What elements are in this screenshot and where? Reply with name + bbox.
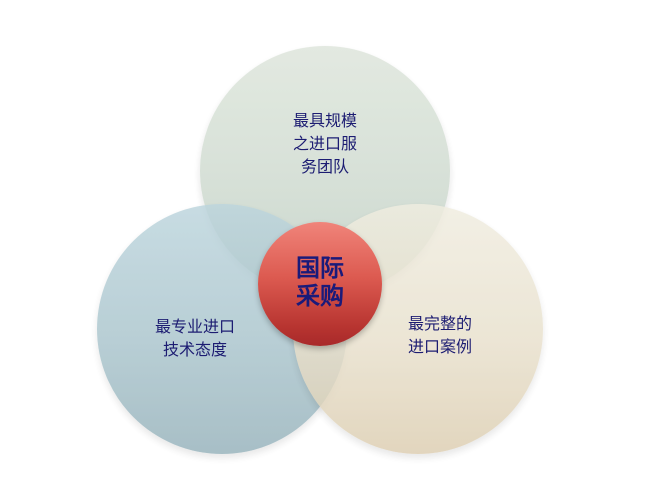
right-circle-label: 最完整的 进口案例 [375, 312, 505, 358]
center-label-line-1: 国际 [296, 254, 344, 282]
center-circle-label: 国际 采购 [270, 254, 370, 310]
top-label-line-2: 之进口服 [292, 134, 357, 153]
top-label-line-1: 最具规模 [292, 111, 357, 130]
left-label-line-1: 最专业进口 [154, 317, 235, 336]
right-label-line-2: 进口案例 [407, 337, 472, 356]
center-label-line-2: 采购 [296, 282, 344, 310]
left-label-line-2: 技术态度 [162, 340, 227, 359]
top-circle-label: 最具规模 之进口服 务团队 [260, 109, 390, 178]
right-label-line-1: 最完整的 [407, 314, 472, 333]
top-label-line-3: 务团队 [300, 157, 349, 176]
circle-center-international-procurement [258, 222, 382, 346]
left-circle-label: 最专业进口 技术态度 [130, 315, 260, 361]
